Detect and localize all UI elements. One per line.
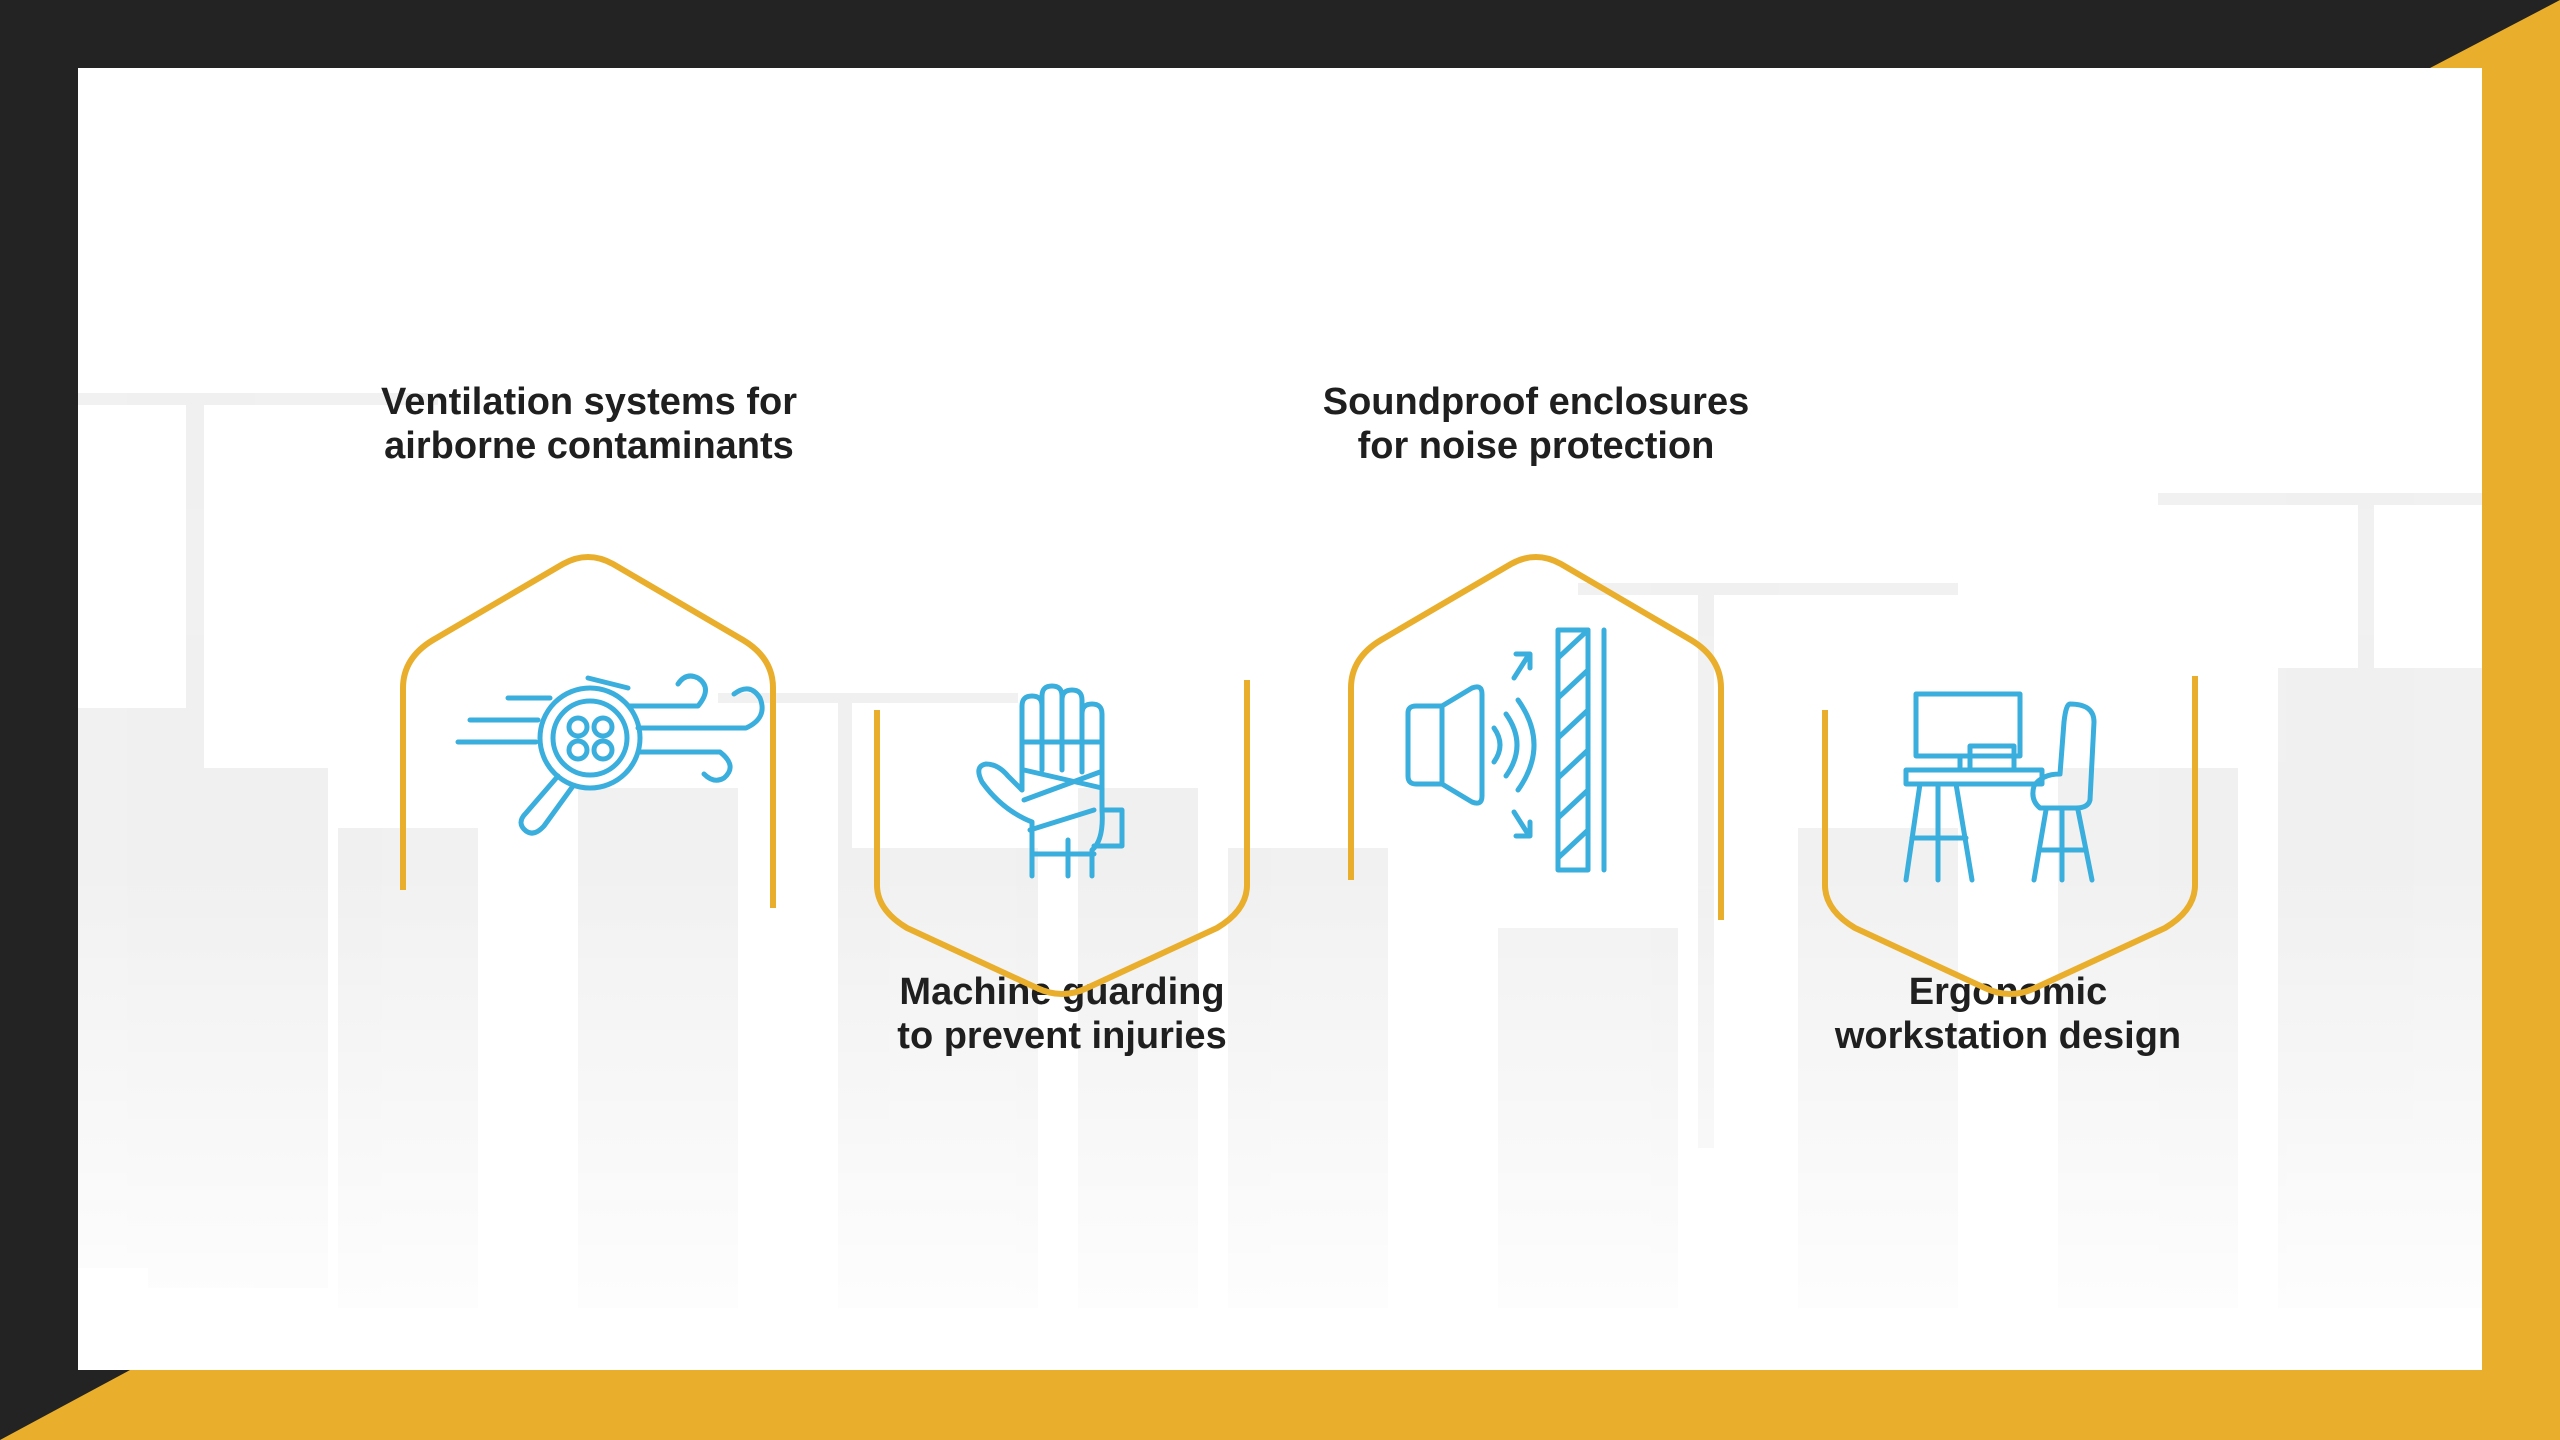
- construction-skyline-background: [78, 393, 2482, 1370]
- caption-soundproof: Soundproof enclosures for noise protecti…: [1322, 381, 1750, 467]
- accent-stripe-top-right: [2430, 0, 2560, 1440]
- hex-frame-ventilation: [400, 554, 776, 908]
- caption-machine-guarding: Machine guarding to prevent injuries: [897, 971, 1227, 1057]
- hex-frame-soundproof: [1348, 554, 1724, 920]
- caption-ergonomic: Ergonomic workstation design: [1834, 971, 2182, 1057]
- ergonomic-desk-icon: [1903, 691, 2097, 883]
- content-panel: Ventilation systems for airborne contami…: [78, 68, 2482, 1370]
- caption-ventilation: Ventilation systems for airborne contami…: [380, 381, 797, 467]
- hex-frame-ergonomic: [1822, 676, 2198, 997]
- accent-stripe-bottom: [0, 1370, 2560, 1440]
- ventilation-icon: [455, 673, 765, 836]
- hex-frame-machine-guarding: [874, 680, 1250, 997]
- bandaged-hand-icon: [976, 683, 1125, 879]
- soundproof-speaker-icon: [1405, 627, 1607, 873]
